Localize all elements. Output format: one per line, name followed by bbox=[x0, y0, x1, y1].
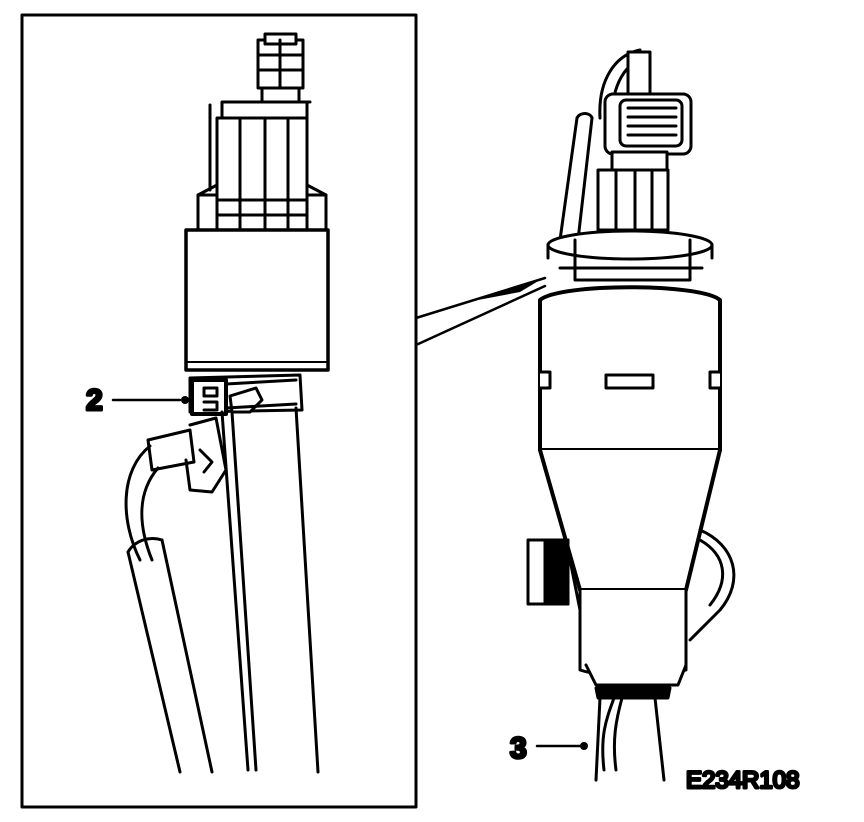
inset-hose-clamp bbox=[188, 373, 304, 416]
inset-connector bbox=[248, 32, 312, 104]
main-neck bbox=[596, 150, 670, 232]
inset-pump-body bbox=[184, 228, 330, 372]
inset-hose bbox=[220, 406, 320, 774]
callout-2: 2 bbox=[85, 383, 189, 419]
callout-3: 3 bbox=[509, 731, 588, 767]
main-hoses bbox=[594, 696, 666, 782]
main-nozzle bbox=[578, 588, 688, 700]
callout-label-2: 2 bbox=[86, 384, 103, 417]
callout-dot-3 bbox=[580, 742, 588, 750]
main-connector bbox=[603, 50, 693, 156]
inset-leader-lines bbox=[414, 276, 547, 347]
inset-pump-housing bbox=[196, 100, 328, 232]
inset-wiring bbox=[124, 416, 228, 774]
figure-code: E234R108 bbox=[686, 767, 799, 794]
detail-inset bbox=[20, 13, 547, 809]
main-upper-body bbox=[538, 285, 722, 452]
main-flange bbox=[546, 229, 714, 282]
callout-dot-2 bbox=[181, 396, 189, 404]
callout-label-3: 3 bbox=[510, 732, 527, 765]
main-view bbox=[526, 48, 736, 782]
inset-frame bbox=[20, 13, 418, 809]
